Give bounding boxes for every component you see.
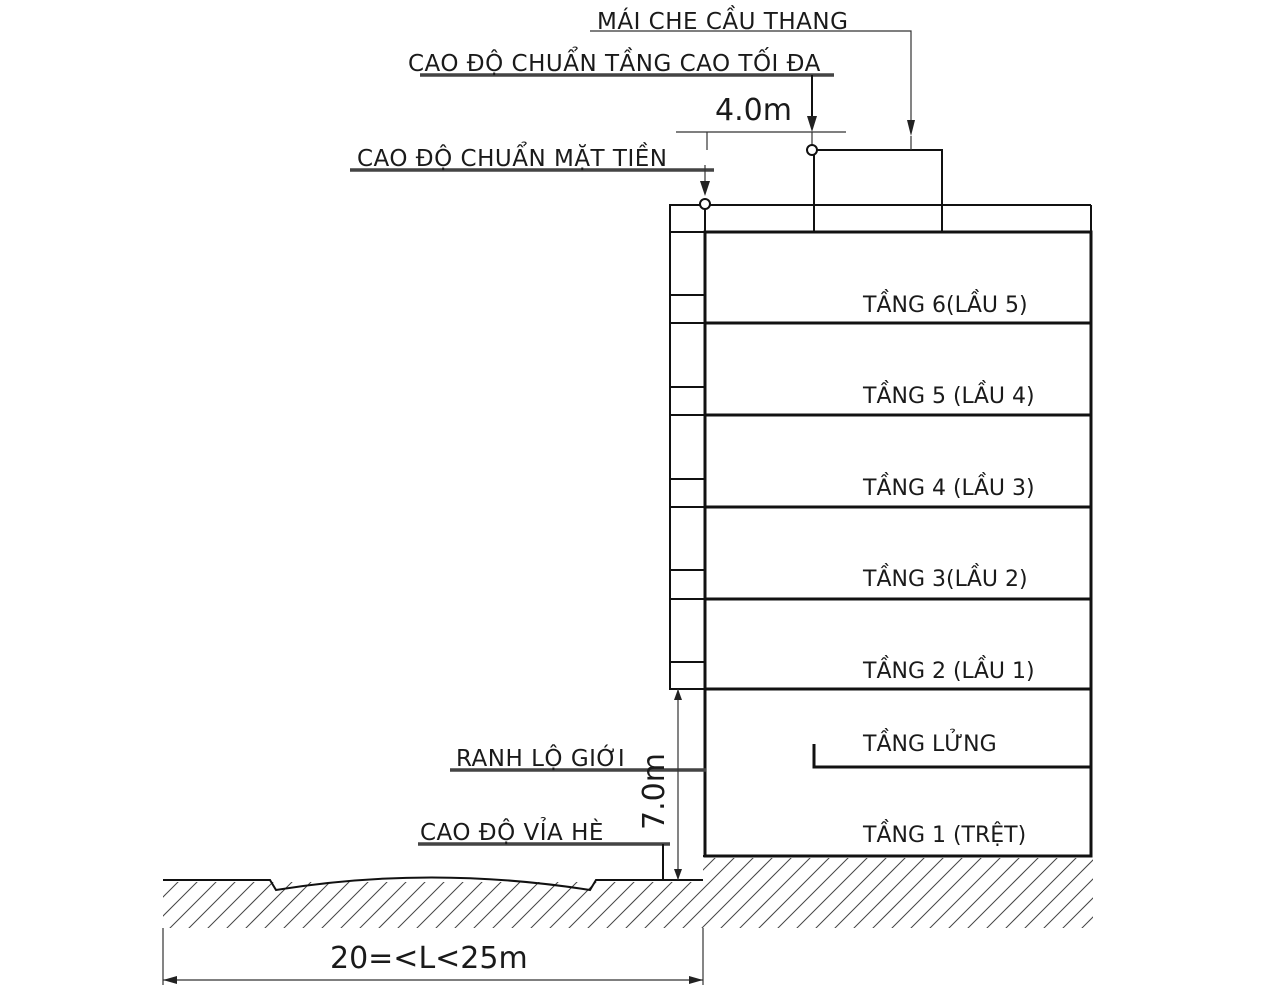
hatch-line <box>461 858 553 928</box>
hatch-line <box>708 858 800 928</box>
floor-label-2: TẦNG 2 (LẦU 1) <box>862 656 1035 684</box>
floor-label-5: TẦNG 5 (LẦU 4) <box>862 381 1035 409</box>
svg-text:CAO ĐỘ VỈA HÈ: CAO ĐỘ VỈA HÈ <box>420 817 604 846</box>
building-main-block <box>703 230 1093 858</box>
hatch-line <box>651 858 743 928</box>
hatch-line <box>841 858 933 928</box>
hatch-line <box>499 858 591 928</box>
hatch-line <box>1031 858 1093 928</box>
hatch-line <box>670 858 762 928</box>
hatch-line <box>860 858 952 928</box>
hatch-line <box>727 858 819 928</box>
hatch-line <box>689 858 781 928</box>
hatch-line <box>879 858 971 928</box>
hatch-line <box>936 858 1028 928</box>
hatch-line <box>195 858 287 928</box>
svg-text:4.0m: 4.0m <box>715 93 792 128</box>
hatch-line <box>974 858 1066 928</box>
hatch-line <box>537 858 629 928</box>
svg-text:CAO ĐỘ CHUẨN TẦNG CAO TỐI ĐA: CAO ĐỘ CHUẨN TẦNG CAO TỐI ĐA <box>408 47 821 77</box>
hatch-line <box>176 858 268 928</box>
hatch-line <box>784 858 876 928</box>
max-height-datum-annotation: CAO ĐỘ CHUẨN TẦNG CAO TỐI ĐA <box>408 47 834 156</box>
street-width-dimension: 20=<L<25m <box>162 928 704 985</box>
hatch-line <box>746 858 838 928</box>
hatch-line <box>233 858 325 928</box>
ground-hatch <box>163 850 1217 940</box>
stair-roof-annotation: MÁI CHE CẦU THANG <box>590 5 915 150</box>
floor-label-6: TẦNG 6(LẦU 5) <box>862 290 1028 318</box>
hatch-line <box>518 858 610 928</box>
ground-surface-line <box>163 876 703 892</box>
floor-label-4: TẦNG 4 (LẦU 3) <box>862 473 1035 501</box>
hatch-line <box>803 858 895 928</box>
hatch-line <box>163 858 211 928</box>
hatch-line <box>613 858 705 928</box>
hatch-line <box>252 858 344 928</box>
hatch-line <box>366 858 458 928</box>
svg-text:7.0m: 7.0m <box>637 753 672 830</box>
svg-text:20=<L<25m: 20=<L<25m <box>330 941 528 976</box>
hatch-line <box>385 858 477 928</box>
setback-dimension: 4.0m <box>676 93 846 150</box>
hatch-line <box>822 858 914 928</box>
sidewalk-level-annotation: CAO ĐỘ VỈA HÈ <box>418 817 670 880</box>
facade-datum-marker <box>699 198 711 210</box>
hatch-line <box>347 858 439 928</box>
svg-text:RANH LỘ GIỚI: RANH LỘ GIỚI <box>456 744 625 772</box>
stair-roof-block <box>813 149 943 233</box>
hatch-line <box>594 858 686 928</box>
hatch-line <box>993 858 1085 928</box>
hatch-line <box>404 858 496 928</box>
hatch-line <box>955 858 1047 928</box>
floor-label-mezzanine: TẦNG LỬNG <box>862 729 997 757</box>
boundary-line-annotation: RANH LỘ GIỚI <box>450 744 706 772</box>
hatch-line <box>423 858 515 928</box>
facade-datum-annotation: CAO ĐỘ CHUẨN MẶT TIỀN <box>350 142 714 210</box>
hatch-line <box>442 858 534 928</box>
facade-balcony-strip <box>669 204 706 690</box>
floor-slabs <box>705 230 1091 691</box>
svg-text:CAO ĐỘ CHUẨN MẶT TIỀN: CAO ĐỘ CHUẨN MẶT TIỀN <box>357 142 668 172</box>
hatch-line <box>163 858 249 928</box>
hatch-line <box>765 858 857 928</box>
balcony-ticks <box>670 231 705 663</box>
hatch-line <box>328 858 420 928</box>
hatch-line <box>1108 850 1198 940</box>
svg-text:MÁI CHE CẦU THANG: MÁI CHE CẦU THANG <box>597 5 848 35</box>
ground-to-facade-dimension: 7.0m <box>637 689 682 880</box>
hatch-line <box>898 858 990 928</box>
hatch-line <box>163 858 230 928</box>
floor-label-3: TẦNG 3(LẦU 2) <box>862 564 1028 592</box>
mezzanine-slab <box>812 744 1091 769</box>
hatch-line <box>309 858 401 928</box>
hatch-line <box>575 858 667 928</box>
hatch-line <box>214 858 306 928</box>
hatch-line <box>1012 858 1093 928</box>
floor-label-1: TẦNG 1 (TRỆT) <box>862 820 1026 848</box>
hatch-line <box>1088 858 1093 928</box>
hatch-line <box>917 858 1009 928</box>
hatch-line <box>1050 858 1093 928</box>
hatch-line <box>556 858 648 928</box>
hatch-line <box>1069 858 1093 928</box>
hatch-line <box>290 858 382 928</box>
hatch-line <box>632 858 724 928</box>
hatch-line <box>271 858 363 928</box>
max-height-datum-marker <box>806 144 818 156</box>
hatch-line <box>480 858 572 928</box>
hatch-line <box>1127 850 1217 940</box>
